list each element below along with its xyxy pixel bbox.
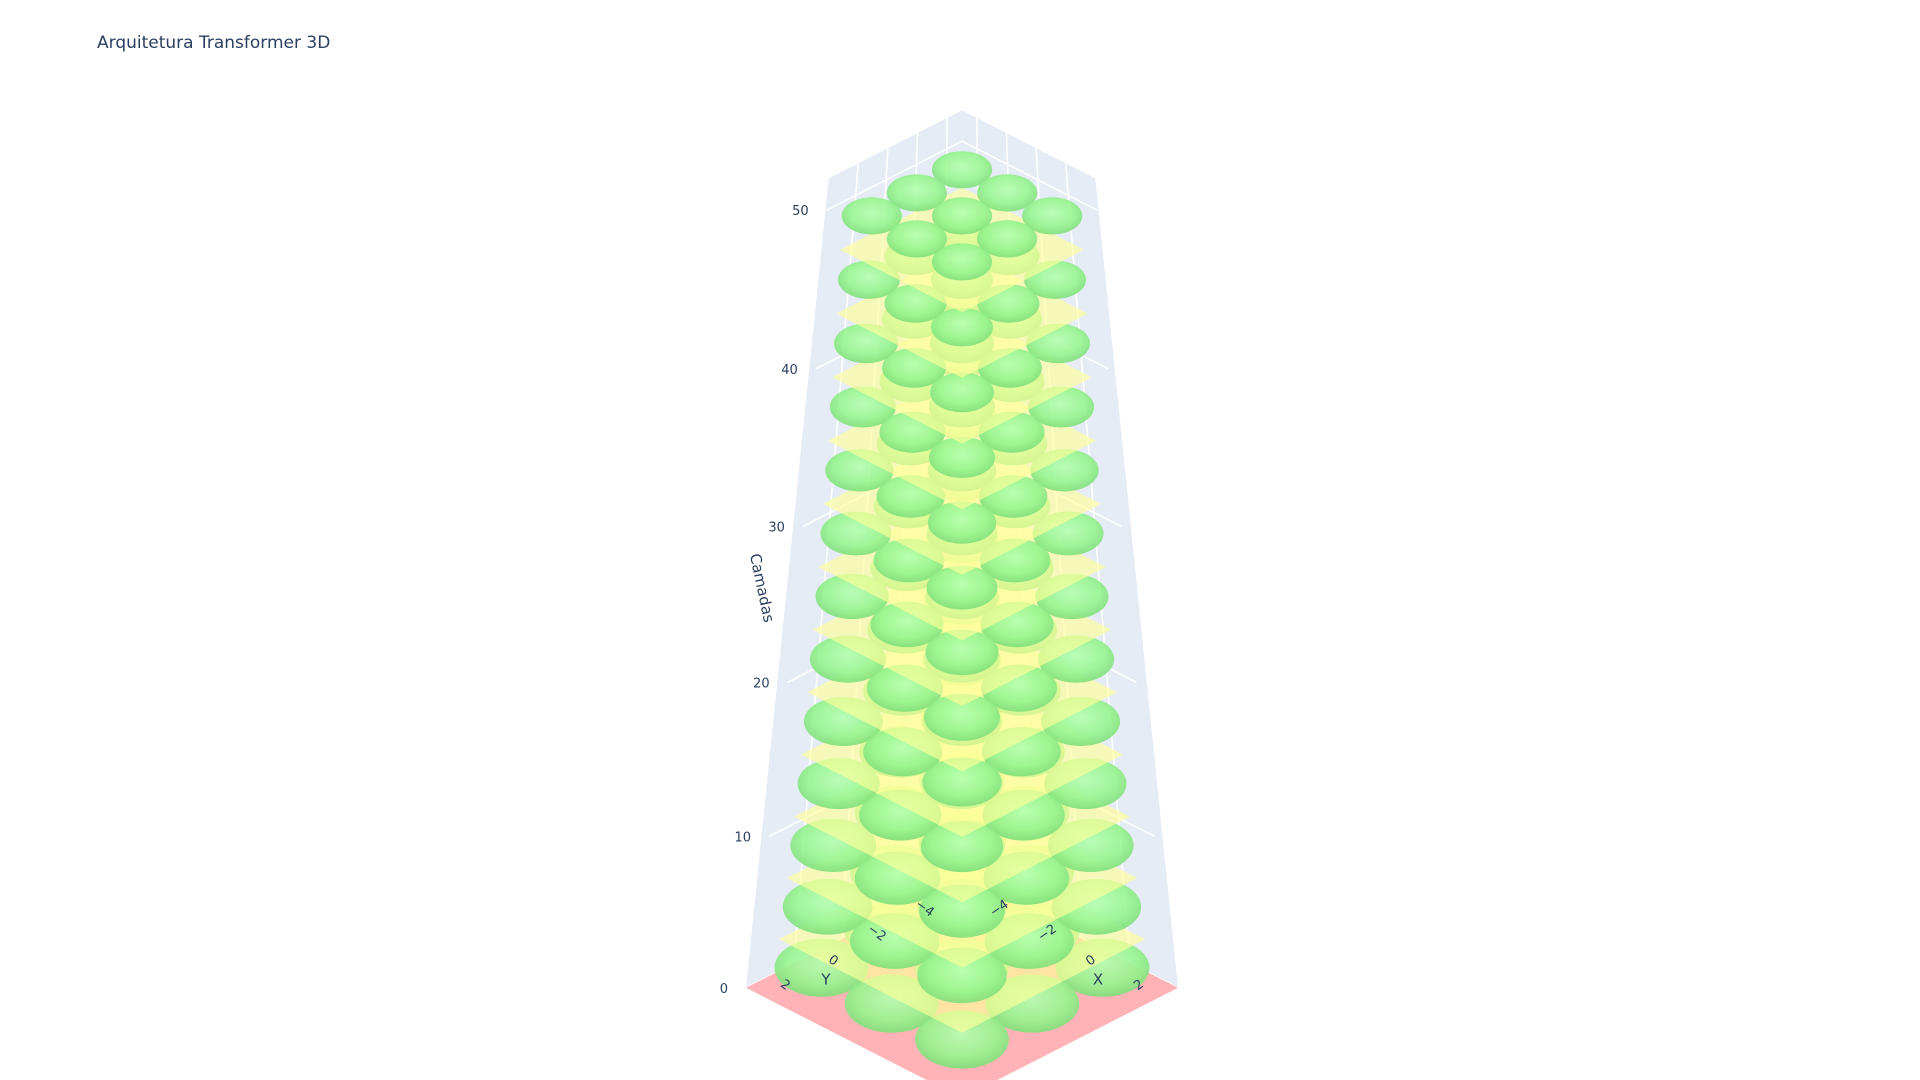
attention-head-sphere <box>841 197 902 235</box>
attention-head-sphere <box>922 757 1002 807</box>
attention-head-sphere <box>930 372 994 413</box>
attention-head-sphere <box>925 629 999 676</box>
attention-head-sphere <box>924 693 1000 741</box>
attention-head-sphere <box>931 151 993 189</box>
attention-head-sphere <box>931 308 993 347</box>
attention-head-sphere <box>920 821 1004 873</box>
attention-head-sphere <box>927 501 997 544</box>
z-tick-label: 10 <box>734 831 751 846</box>
attention-head-sphere <box>1022 197 1083 235</box>
z-tick-label: 30 <box>768 520 785 535</box>
attention-head-sphere <box>977 220 1038 258</box>
attention-head-sphere <box>919 884 1005 938</box>
attention-head-sphere <box>915 1010 1009 1069</box>
gridline-z <box>826 140 1098 211</box>
attention-head-sphere <box>917 947 1007 1004</box>
z-tick-label: 50 <box>792 204 809 219</box>
attention-head-sphere <box>886 174 948 212</box>
attention-head-sphere <box>931 243 993 281</box>
attention-head-sphere <box>926 565 998 610</box>
x-axis-title: X <box>1093 971 1103 989</box>
z-tick-label: 0 <box>720 982 728 997</box>
chart-title: Arquitetura Transformer 3D <box>97 33 331 53</box>
scene-objects <box>746 151 1178 1080</box>
y-axis-title: Y <box>820 971 831 989</box>
attention-head-sphere <box>977 174 1038 212</box>
attention-head-sphere <box>931 197 993 235</box>
z-tick-label: 20 <box>753 676 770 691</box>
z-axis-title: Camadas <box>746 552 778 624</box>
attention-head-sphere <box>929 437 995 478</box>
z-tick-label: 40 <box>781 363 798 378</box>
attention-head-sphere <box>886 220 948 258</box>
